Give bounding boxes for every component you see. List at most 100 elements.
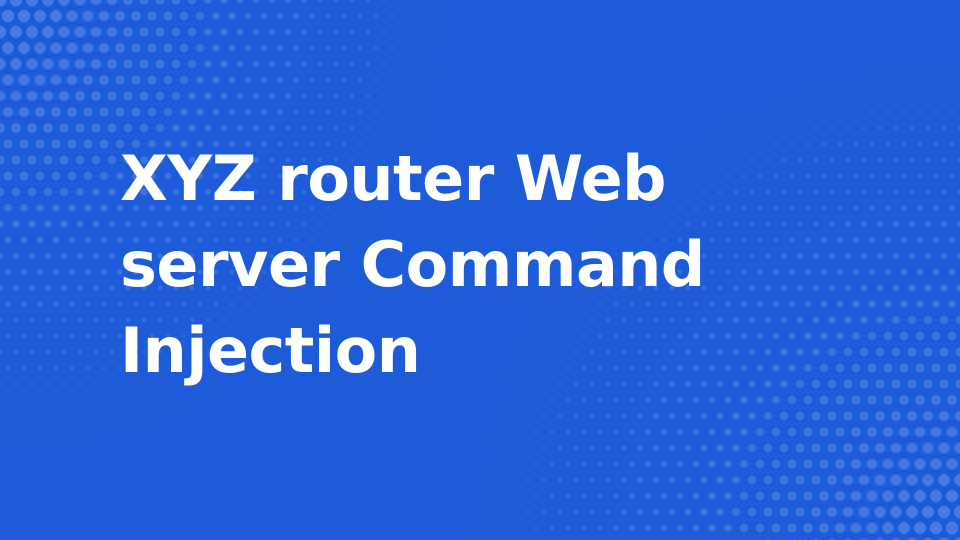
halftone-dot xyxy=(526,478,530,482)
halftone-dot xyxy=(757,269,763,275)
halftone-dot xyxy=(133,301,139,307)
halftone-dot xyxy=(62,350,66,354)
halftone-dot xyxy=(943,63,945,65)
halftone-dot xyxy=(26,26,38,38)
halftone-dot xyxy=(669,381,675,387)
halftone-dot xyxy=(558,318,562,322)
halftone-dot xyxy=(542,510,546,514)
halftone-dot xyxy=(90,0,102,6)
halftone-dot xyxy=(148,140,156,148)
halftone-dot xyxy=(77,285,83,291)
halftone-dot xyxy=(70,366,74,370)
halftone-dot xyxy=(59,123,69,133)
halftone-dot xyxy=(942,126,946,130)
halftone-dot xyxy=(763,475,773,485)
halftone-dot xyxy=(43,187,53,197)
halftone-dot xyxy=(294,206,298,210)
halftone-dot xyxy=(293,45,299,51)
halftone-dot xyxy=(101,301,107,307)
halftone-dot xyxy=(111,415,113,417)
halftone-dot xyxy=(566,430,570,434)
halftone-dot xyxy=(582,302,586,306)
halftone-dot xyxy=(805,205,811,211)
halftone-dot xyxy=(34,42,46,54)
halftone-dot xyxy=(148,204,156,212)
halftone-dot xyxy=(692,492,700,500)
halftone-dot xyxy=(700,412,708,420)
halftone-dot xyxy=(518,398,522,402)
halftone-dot xyxy=(68,236,76,244)
halftone-dot xyxy=(875,411,885,421)
halftone-dot xyxy=(206,350,210,354)
halftone-dot xyxy=(278,270,282,274)
halftone-dot xyxy=(325,77,331,83)
halftone-dot xyxy=(526,382,530,386)
halftone-dot xyxy=(900,268,908,276)
halftone-dot xyxy=(726,174,730,178)
halftone-dot xyxy=(487,527,489,529)
halftone-dot xyxy=(268,0,276,4)
halftone-dot xyxy=(188,188,196,196)
halftone-dot xyxy=(94,382,98,386)
halftone-dot xyxy=(115,75,125,85)
halftone-dot xyxy=(741,269,747,275)
halftone-dot xyxy=(3,139,13,149)
halftone-dot xyxy=(629,461,635,467)
halftone-dot xyxy=(867,395,877,405)
halftone-dot xyxy=(204,28,212,36)
halftone-dot xyxy=(67,171,77,181)
halftone-dot xyxy=(99,75,109,85)
halftone-dot xyxy=(229,237,235,243)
halftone-dot xyxy=(622,254,626,258)
halftone-dot xyxy=(156,156,164,164)
halftone-dot xyxy=(605,477,611,483)
halftone-dot xyxy=(511,415,513,417)
halftone-dot xyxy=(739,491,749,501)
halftone-dot xyxy=(906,442,918,454)
halftone-dot xyxy=(668,476,676,484)
halftone-dot xyxy=(519,367,521,369)
halftone-dot xyxy=(76,188,84,196)
halftone-dot xyxy=(366,94,370,98)
halftone-dot xyxy=(100,236,108,244)
halftone-dot xyxy=(866,458,878,470)
halftone-dot xyxy=(582,398,586,402)
halftone-dot xyxy=(115,107,125,117)
halftone-dot xyxy=(708,364,716,372)
halftone-dot xyxy=(526,446,530,450)
halftone-dot xyxy=(423,79,425,81)
halftone-dot xyxy=(806,142,810,146)
halftone-dot xyxy=(82,10,94,22)
halftone-dot xyxy=(237,253,243,259)
halftone-dot xyxy=(629,397,635,403)
halftone-dot xyxy=(46,350,50,354)
halftone-dot xyxy=(822,110,826,114)
halftone-dot xyxy=(836,268,844,276)
halftone-dot xyxy=(542,414,546,418)
halftone-dot xyxy=(326,206,330,210)
halftone-dot xyxy=(741,237,747,243)
halftone-dot xyxy=(676,428,684,436)
halftone-dot xyxy=(724,332,732,340)
halftone-dot xyxy=(318,190,322,194)
halftone-dot xyxy=(309,13,315,19)
halftone-dot xyxy=(858,506,870,518)
halftone-dot xyxy=(906,506,918,518)
halftone-dot xyxy=(892,316,900,324)
halftone-dot xyxy=(631,207,633,209)
halftone-dot xyxy=(661,397,667,403)
halftone-dot xyxy=(621,413,627,419)
halftone-dot xyxy=(350,62,354,66)
halftone-dot xyxy=(179,43,189,53)
halftone-dot xyxy=(22,366,26,370)
halftone-dot xyxy=(748,348,756,356)
halftone-dot xyxy=(50,42,62,54)
halftone-dot xyxy=(74,26,86,38)
halftone-dot xyxy=(293,109,299,115)
halftone-dot xyxy=(950,110,954,114)
halftone-dot xyxy=(6,366,10,370)
halftone-dot xyxy=(239,351,241,353)
halftone-dot xyxy=(852,332,860,340)
halftone-dot xyxy=(172,188,180,196)
halftone-dot xyxy=(85,333,91,339)
